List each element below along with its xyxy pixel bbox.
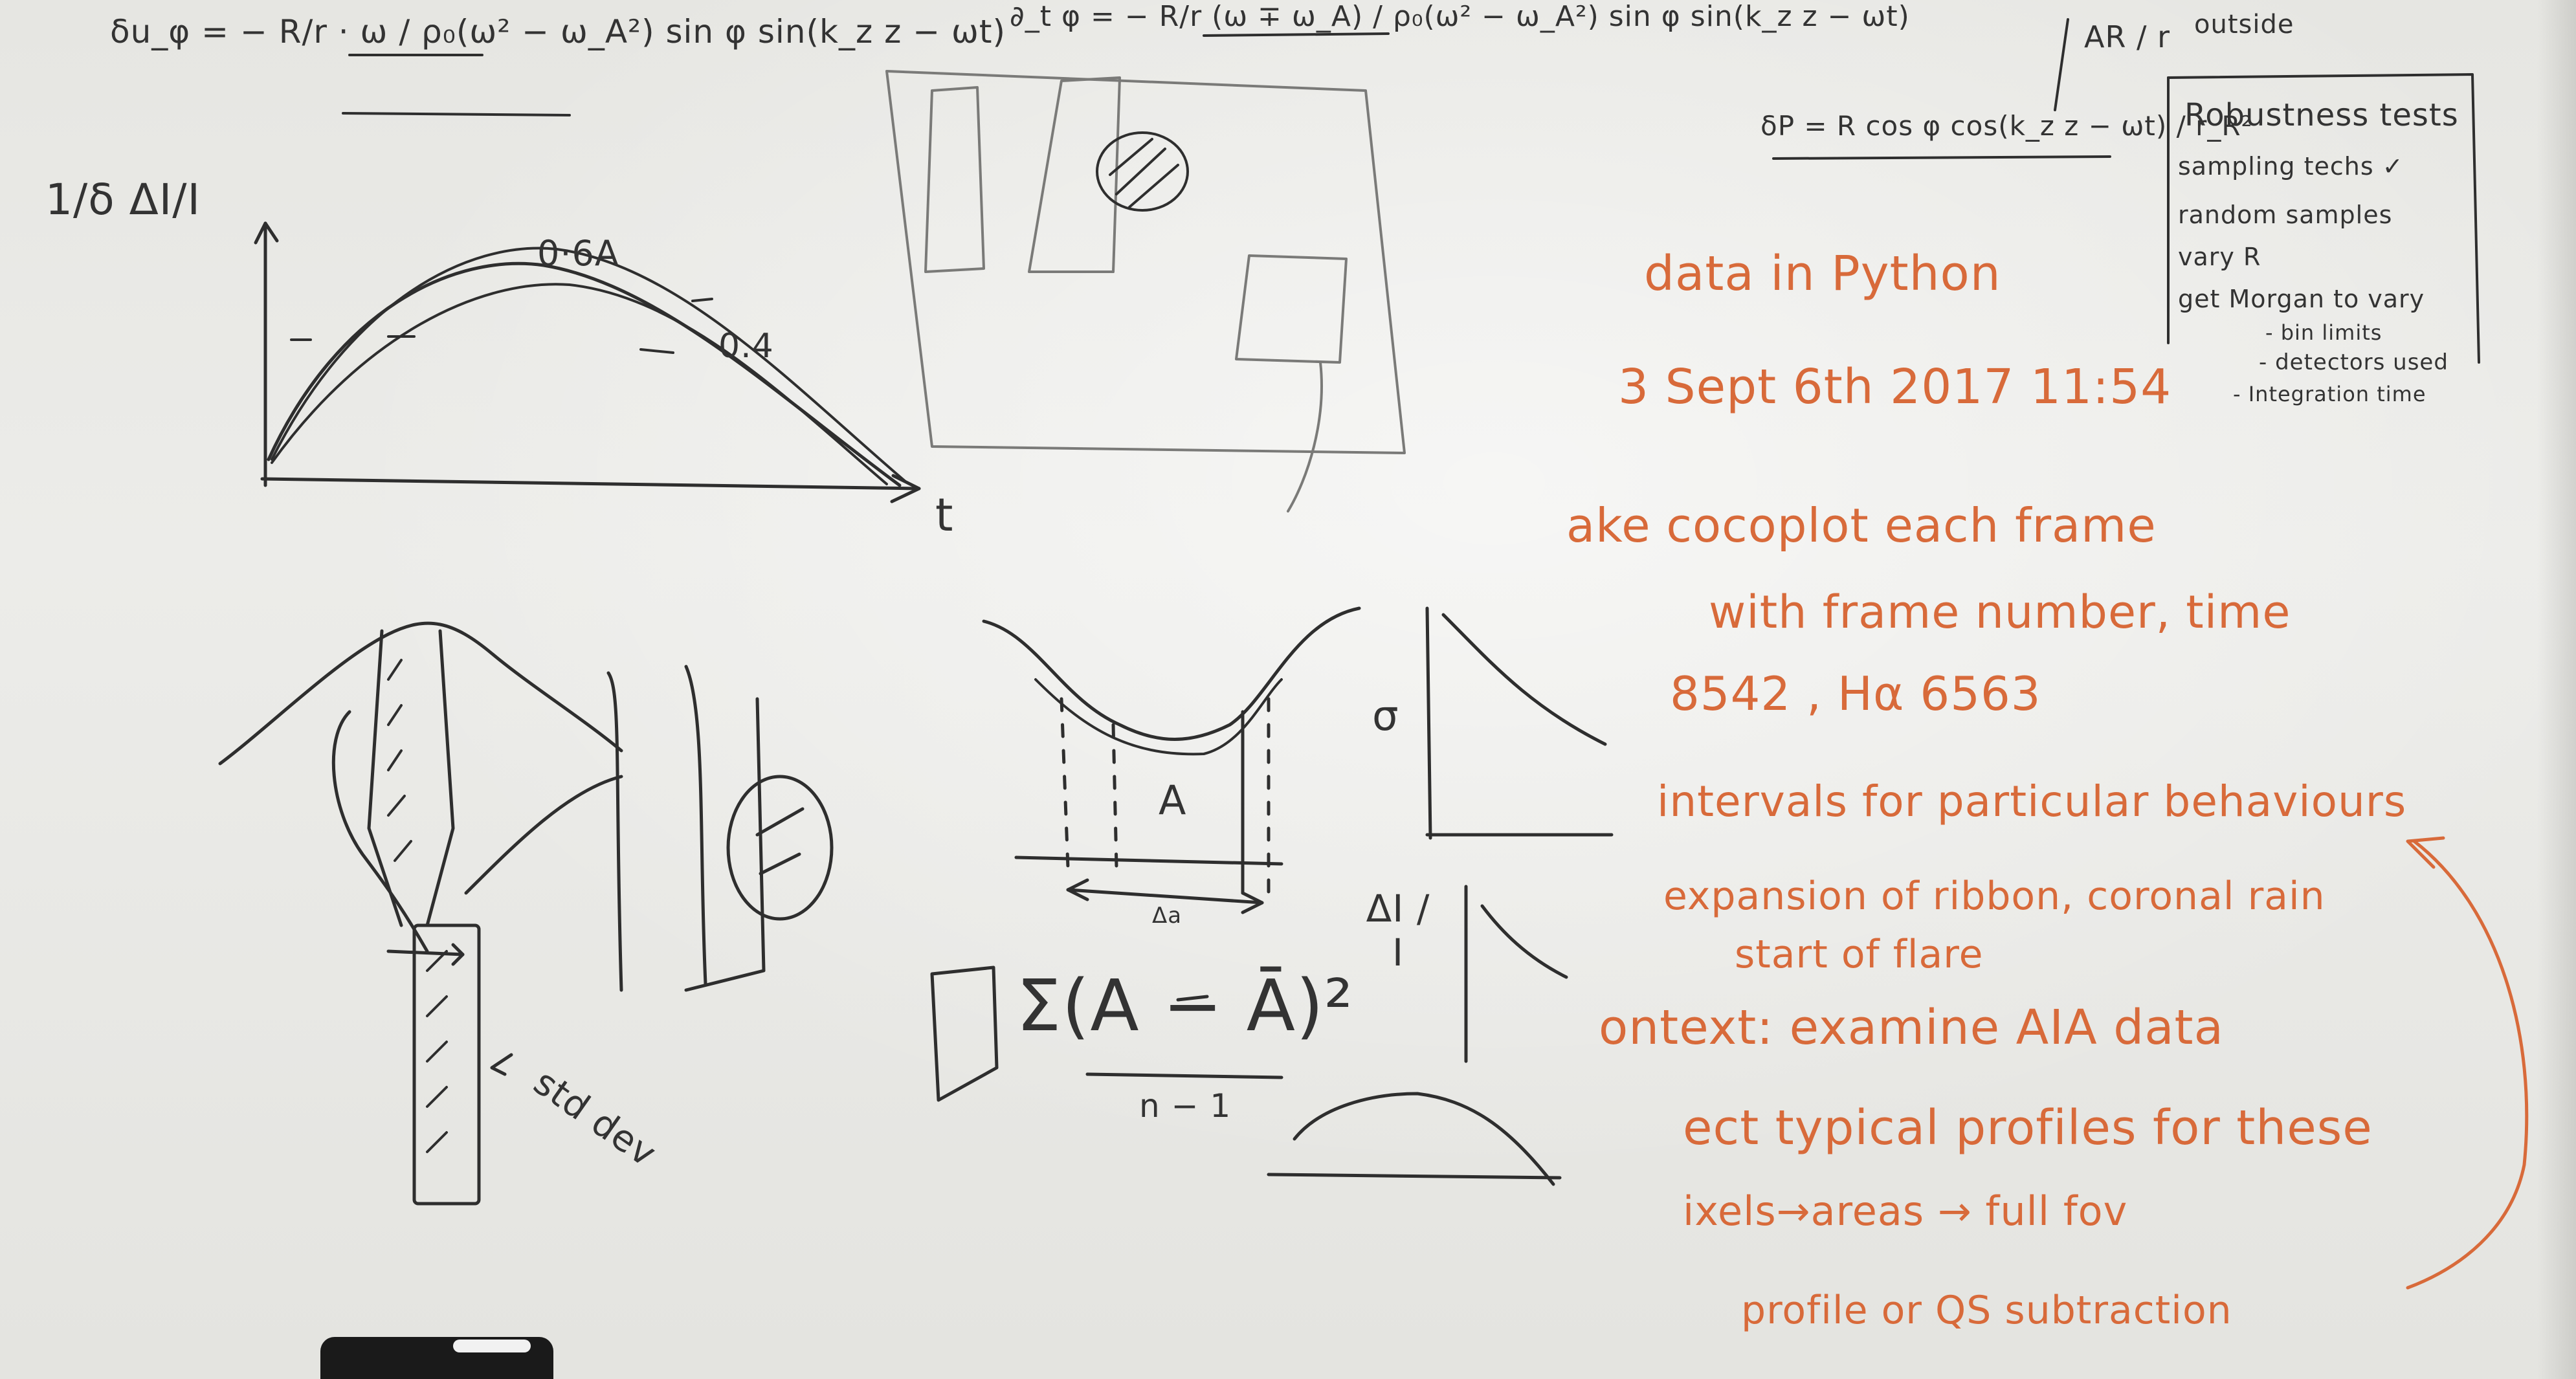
orange-note: ontext: examine AIA data [1599,1000,2224,1055]
eraser-highlight [453,1340,531,1352]
orange-note: ect typical profiles for these [1683,1100,2373,1156]
orange-note: ake cocoplot each frame [1566,498,2157,553]
area-a-label: A [1159,777,1187,824]
axis-t-label: t [935,489,954,542]
ar-fraction: AR / r [2084,19,2171,54]
robustness-title: Robustness tests [2184,97,2459,133]
orange-note: 8542 , Hα 6563 [1670,667,2041,721]
orange-note: start of flare [1735,932,1984,977]
divisor-label: n − 1 [1139,1087,1232,1125]
robustness-item: random samples [2178,201,2393,229]
erased-frame-sketch [885,70,1406,513]
orange-note: data in Python [1644,246,2001,302]
orange-note: intervals for particular behaviours [1657,777,2407,826]
curve-label-04: 0.4 [718,327,774,366]
delta-i-over-i-label: ΔI / I [1366,887,1430,975]
area-curve-sketch [982,606,1361,914]
orange-note: with frame number, time [1709,586,2291,639]
delta-i-decay-plot [1464,885,1568,1063]
formula-fraction-lines [342,18,2111,160]
orange-note: ixels→areas → full fov [1683,1187,2128,1235]
orange-note: 3 Sept 6th 2017 11:54 [1618,359,2172,415]
robustness-item: - Integration time [2233,382,2426,406]
robustness-item: - detectors used [2259,349,2448,375]
plot-y-label: 1/δ ΔI/I [45,175,201,225]
formula-top-mid: ∂_t φ = − R/r (ω ∓ ω_A) / ρ₀(ω² − ω_A²) … [1010,0,1910,33]
formula-top-right: δP = R cos φ cos(k_z z − ωt) / r_R² [1760,110,2253,142]
robustness-item: sampling techs ✓ [2178,152,2404,181]
robustness-item: vary R [2178,243,2261,271]
bump-plot [1267,1092,1562,1186]
delta-a-label: Δa [1152,903,1183,929]
board-edge-shadow [2537,0,2576,1379]
sigma-label: σ [1372,692,1399,740]
sum-expression: Σ(A − Ā)² [1016,964,1354,1047]
robustness-item: get Morgan to vary [2178,285,2425,313]
loop-stddev-sketch [218,621,834,1206]
orange-note: expansion of ribbon, coronal rain [1663,874,2326,919]
robustness-item: - bin limits [2265,320,2382,345]
orange-arrow [2406,836,2529,1290]
outside-label: outside [2194,10,2294,39]
intensity-plot [254,221,921,503]
orange-note: profile or QS subtraction [1741,1288,2232,1333]
sum-expression-graphics [930,965,1283,1102]
robustness-box [2167,73,2480,364]
formula-top-left: δu_φ = − R/r · ω / ρ₀(ω² − ω_A²) sin φ s… [110,13,1006,50]
curve-label-06a: 0·6A [537,233,619,274]
sigma-decay-plot [1425,606,1614,840]
